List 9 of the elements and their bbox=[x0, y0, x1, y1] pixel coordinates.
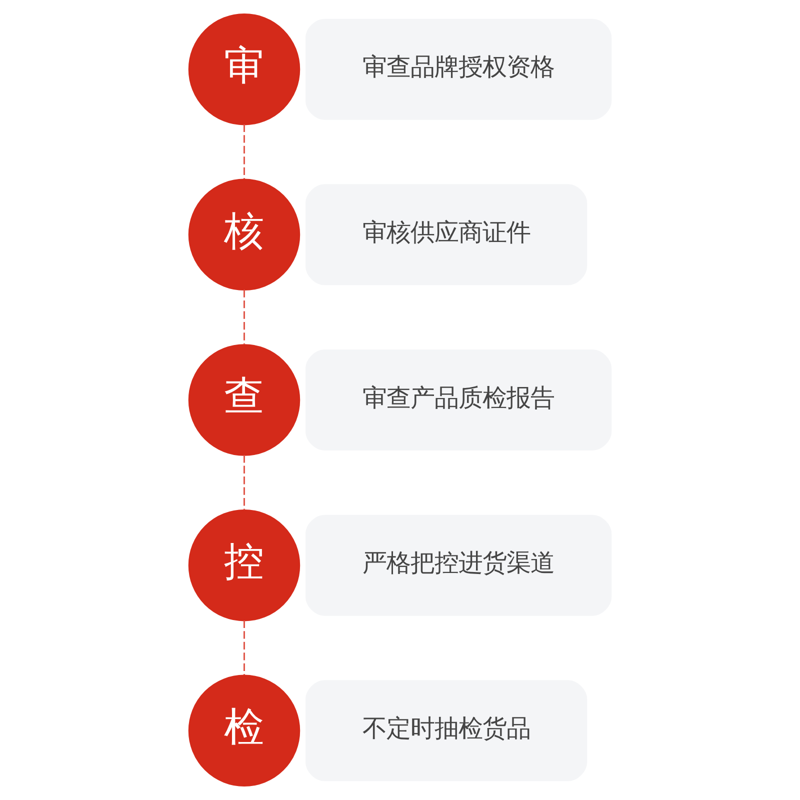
connector bbox=[243, 124, 245, 180]
node-circle: 查 bbox=[188, 344, 300, 456]
node-circle: 审 bbox=[188, 13, 300, 126]
node-circle: 检 bbox=[188, 674, 300, 787]
node-circle: 控 bbox=[188, 509, 300, 622]
connector bbox=[243, 455, 245, 510]
connector bbox=[243, 290, 245, 344]
connector bbox=[243, 620, 245, 676]
node-circle: 核 bbox=[188, 178, 300, 291]
